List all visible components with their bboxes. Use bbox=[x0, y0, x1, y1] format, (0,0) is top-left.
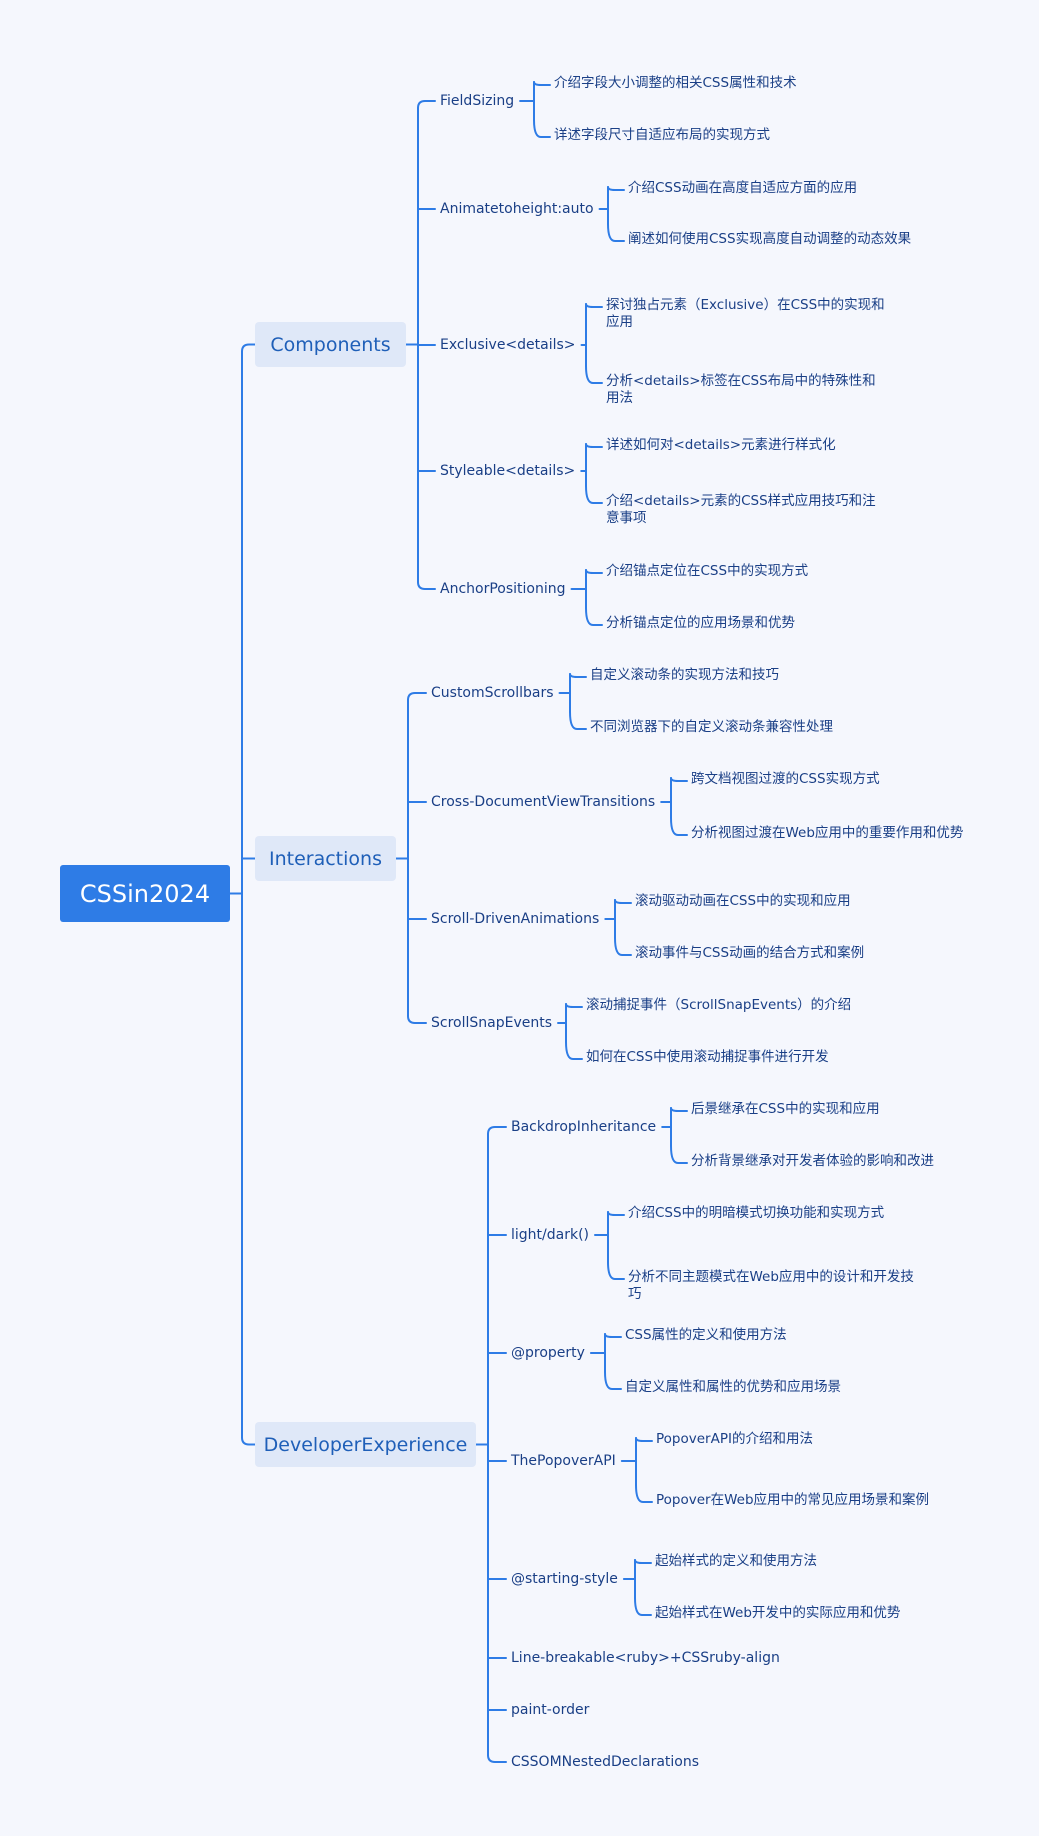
connector-line bbox=[241, 343, 256, 353]
connector-line bbox=[634, 1597, 652, 1616]
topic-node[interactable]: ScrollSnapEvents bbox=[431, 1015, 553, 1031]
connector-line bbox=[585, 485, 603, 504]
detail-text: 分析背景继承对开发者体验的影响和改进 bbox=[691, 1153, 934, 1169]
topic-node[interactable]: ThePopoverAPI bbox=[511, 1453, 616, 1469]
topic-node[interactable]: Cross-DocumentViewTransitions bbox=[431, 794, 656, 810]
topic-node[interactable]: @starting-style bbox=[511, 1571, 618, 1587]
topic-node[interactable]: CustomScrollbars bbox=[431, 685, 554, 701]
topic-node[interactable]: FieldSizing bbox=[440, 93, 515, 109]
connector-line bbox=[607, 1261, 625, 1280]
detail-text: PopoverAPI的介绍和用法 bbox=[656, 1431, 813, 1447]
connector-line bbox=[670, 817, 688, 836]
branch-node-interactions[interactable]: Interactions bbox=[255, 836, 396, 881]
topic-node[interactable]: light/dark() bbox=[511, 1227, 589, 1243]
detail-text: 探讨独占元素（Exclusive）在CSS中的实现和应用 bbox=[606, 297, 885, 330]
detail-text: 分析不同主题模式在Web应用中的设计和开发技巧 bbox=[628, 1269, 914, 1302]
detail-text: 介绍锚点定位在CSS中的实现方式 bbox=[606, 563, 809, 579]
connector-line bbox=[607, 1211, 625, 1216]
detail-text: 介绍CSS中的明暗模式切换功能和实现方式 bbox=[628, 1205, 885, 1221]
connector-line bbox=[670, 777, 688, 782]
connector-line bbox=[585, 303, 603, 308]
connector-line bbox=[585, 443, 603, 448]
connector-line bbox=[533, 119, 551, 138]
connector-line bbox=[241, 1436, 256, 1446]
connector-line bbox=[614, 937, 632, 956]
connector-line bbox=[487, 1126, 507, 1135]
connector-line bbox=[614, 899, 632, 904]
connector-line bbox=[607, 186, 625, 191]
detail-text: 介绍<details>元素的CSS样式应用技巧和注意事项 bbox=[606, 493, 876, 526]
connector-line bbox=[407, 692, 427, 701]
detail-text: 滚动捕捉事件（ScrollSnapEvents）的介绍 bbox=[586, 997, 852, 1013]
detail-text: 滚动事件与CSS动画的结合方式和案例 bbox=[635, 945, 865, 961]
connector-line bbox=[417, 100, 436, 109]
detail-text: 如何在CSS中使用滚动捕捉事件进行开发 bbox=[586, 1049, 829, 1065]
detail-text: 自定义滚动条的实现方法和技巧 bbox=[590, 667, 779, 683]
detail-text: 起始样式的定义和使用方法 bbox=[655, 1553, 817, 1569]
connector-line bbox=[585, 607, 603, 626]
detail-text: 分析视图过渡在Web应用中的重要作用和优势 bbox=[691, 825, 964, 841]
connector-line bbox=[607, 223, 625, 242]
connector-line bbox=[417, 581, 436, 590]
connector-line bbox=[569, 673, 587, 678]
connector-line bbox=[487, 1754, 507, 1763]
detail-text: 起始样式在Web开发中的实际应用和优势 bbox=[655, 1605, 901, 1621]
topic-node[interactable]: CSSOMNestedDeclarations bbox=[511, 1754, 700, 1770]
topic-node[interactable]: BackdropInheritance bbox=[511, 1119, 657, 1135]
connector-line bbox=[670, 1107, 688, 1112]
topic-node[interactable]: Animatetoheight:auto bbox=[440, 201, 594, 217]
topic-node[interactable]: Scroll-DrivenAnimations bbox=[431, 911, 600, 927]
branch-node-components[interactable]: Components bbox=[255, 322, 406, 367]
detail-text: 跨文档视图过渡的CSS实现方式 bbox=[691, 771, 880, 787]
topic-node[interactable]: @property bbox=[511, 1345, 585, 1361]
connector-line bbox=[565, 1003, 583, 1008]
detail-text: 后景继承在CSS中的实现和应用 bbox=[691, 1101, 880, 1117]
detail-text: 分析锚点定位的应用场景和优势 bbox=[606, 615, 795, 631]
connector-line bbox=[635, 1437, 653, 1442]
connector-line bbox=[569, 711, 587, 730]
connector-line bbox=[604, 1371, 622, 1390]
detail-text: 详述如何对<details>元素进行样式化 bbox=[606, 437, 836, 453]
connector-line bbox=[585, 569, 603, 574]
branch-node-developerexperience[interactable]: DeveloperExperience bbox=[255, 1422, 476, 1467]
detail-text: 介绍CSS动画在高度自适应方面的应用 bbox=[628, 180, 858, 196]
connector-line bbox=[635, 1484, 653, 1503]
topic-node[interactable]: Line-breakable<ruby>+CSSruby-align bbox=[511, 1650, 780, 1666]
detail-text: 不同浏览器下的自定义滚动条兼容性处理 bbox=[590, 719, 833, 735]
detail-text: Popover在Web应用中的常见应用场景和案例 bbox=[656, 1492, 930, 1508]
connector-line bbox=[565, 1041, 583, 1060]
detail-text: CSS属性的定义和使用方法 bbox=[625, 1327, 787, 1343]
detail-text: 阐述如何使用CSS实现高度自动调整的动态效果 bbox=[628, 231, 912, 247]
connector-line bbox=[670, 1145, 688, 1164]
root-node[interactable]: CSSin2024 bbox=[60, 865, 230, 922]
connector-line bbox=[634, 1559, 652, 1564]
topic-node[interactable]: paint-order bbox=[511, 1702, 590, 1718]
connector-line bbox=[585, 365, 603, 384]
connector-line bbox=[533, 81, 551, 86]
connector-line bbox=[604, 1333, 622, 1338]
topic-node[interactable]: AnchorPositioning bbox=[440, 581, 566, 597]
detail-text: 详述字段尺寸自适应布局的实现方式 bbox=[554, 127, 770, 143]
detail-text: 分析<details>标签在CSS布局中的特殊性和用法 bbox=[606, 373, 876, 406]
topic-node[interactable]: Styleable<details> bbox=[440, 463, 576, 479]
connector-line bbox=[407, 1015, 427, 1024]
detail-text: 介绍字段大小调整的相关CSS属性和技术 bbox=[554, 75, 797, 91]
topic-node[interactable]: Exclusive<details> bbox=[440, 337, 576, 353]
detail-text: 滚动驱动动画在CSS中的实现和应用 bbox=[635, 893, 851, 909]
detail-text: 自定义属性和属性的优势和应用场景 bbox=[625, 1379, 841, 1395]
